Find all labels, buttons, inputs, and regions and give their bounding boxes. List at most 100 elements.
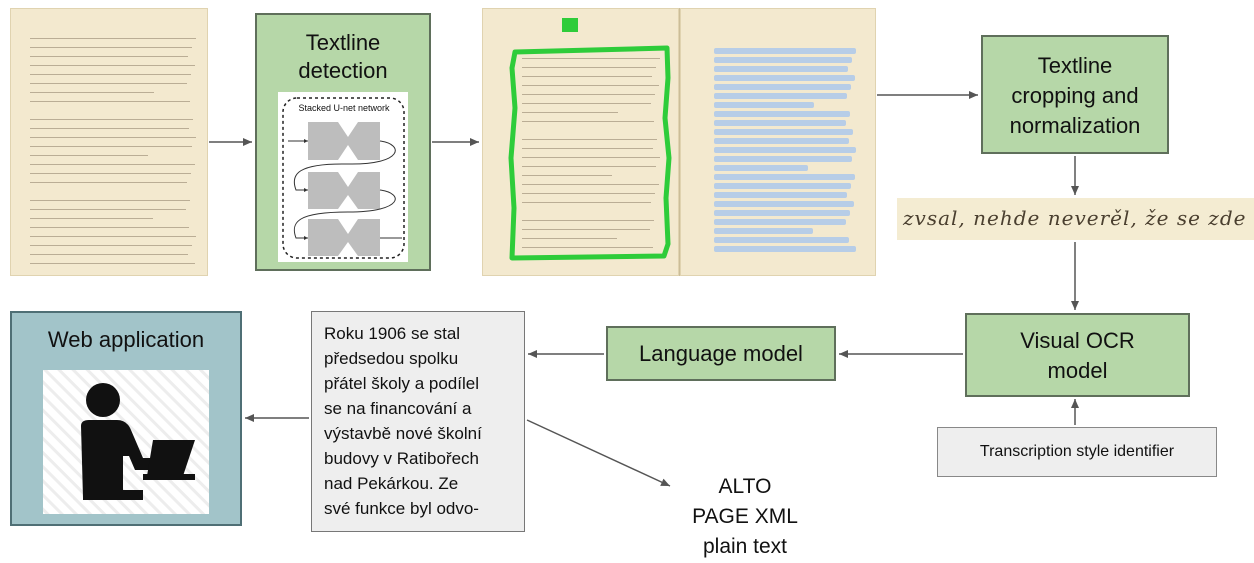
unet-network-graphic: Stacked U-net network (282, 97, 405, 259)
detected-page-number-region (562, 18, 578, 32)
handwriting-line (522, 76, 652, 77)
detected-textline (714, 246, 856, 252)
cropped-textline-image: zvsal, nehde neverěl, že se zde (897, 198, 1254, 240)
handwriting-line (522, 220, 654, 221)
textline-cropping-title-line3: normalization (1009, 113, 1141, 138)
detected-textline (714, 219, 846, 225)
handwriting-line (522, 67, 656, 68)
detected-textline (714, 201, 854, 207)
ocr-text-box: Roku 1906 se stal předsedou spolku přáte… (311, 311, 525, 532)
handwriting-line (30, 254, 188, 255)
unet-network-label: Stacked U-net network (298, 103, 390, 113)
handwriting-line (522, 184, 659, 185)
detected-textline (714, 75, 855, 81)
ocr-text-line: předsedou spolku (324, 349, 459, 368)
output-format-alto: ALTO (718, 475, 772, 498)
handwriting-line (30, 38, 196, 39)
output-format-page-xml: PAGE XML (692, 505, 798, 528)
laptop-base (143, 474, 195, 480)
handwriting-line (30, 101, 190, 102)
handwriting-line (30, 263, 195, 264)
handwriting-line (30, 200, 190, 201)
handwriting-line (30, 182, 187, 183)
handwriting-line (30, 245, 192, 246)
handwriting-line (522, 229, 650, 230)
textline-cropping-title-line2: cropping and (1011, 83, 1139, 108)
textline-cropping-title-line1: Textline (1037, 53, 1113, 78)
unet-block-2 (308, 172, 380, 209)
textline-detection-box: Textline detection Stacked U-net network (255, 13, 431, 271)
ocr-text-line: přátel školy a podílel (324, 374, 479, 393)
detection-page-left (482, 8, 679, 276)
textline-detection-title-line1: Textline (305, 30, 381, 55)
text-region-outline (508, 18, 672, 261)
visual-ocr-title-line2: model (1047, 358, 1108, 383)
visual-ocr-title-line1: Visual OCR (1020, 328, 1135, 353)
web-application-box: Web application (10, 311, 242, 526)
handwriting-line (522, 193, 655, 194)
handwriting-line (30, 218, 153, 219)
arrow-text-to-outputs (526, 419, 671, 487)
handwriting-line (522, 202, 651, 203)
detected-textline (714, 228, 813, 234)
transcription-style-label: Transcription style identifier (979, 443, 1175, 460)
handwriting-line (30, 227, 189, 228)
handwriting-line (30, 155, 148, 156)
detection-result-pages (482, 8, 876, 276)
ocr-text-line: nad Pekárkou. Ze (324, 474, 459, 493)
person-at-laptop-icon (43, 370, 209, 514)
handwriting-line (522, 94, 655, 95)
textline-detection-title: Textline detection (257, 29, 429, 85)
handwriting-line (30, 137, 196, 138)
transcription-style-box: Transcription style identifier (937, 427, 1217, 477)
handwriting-line (522, 103, 651, 104)
detected-textline (714, 84, 851, 90)
detected-textline (714, 93, 847, 99)
detected-textline (714, 192, 847, 198)
handwriting-line (30, 128, 189, 129)
person-head (86, 383, 120, 417)
unet-block-3 (308, 219, 380, 256)
handwriting-line (30, 164, 195, 165)
handwriting-line (30, 65, 195, 66)
handwriting-line (522, 157, 660, 158)
handwriting-line (30, 47, 192, 48)
detected-textline (714, 102, 814, 108)
detected-textline (714, 57, 852, 63)
input-document-page (10, 8, 208, 276)
handwriting-line (522, 148, 653, 149)
web-application-title: Web application (47, 327, 205, 352)
ocr-text-line: Roku 1906 se stal (324, 324, 461, 343)
handwriting-line (30, 119, 193, 120)
detected-textline (714, 183, 851, 189)
textline-cropping-box: Textline cropping and normalization (981, 35, 1169, 154)
ocr-text-line: své funkce byl odvo- (324, 499, 479, 518)
output-formats: ALTO PAGE XML plain text (670, 472, 820, 562)
unet-network-diagram: Stacked U-net network (278, 92, 408, 262)
handwriting-line (522, 121, 654, 122)
detected-textline (714, 66, 848, 72)
detected-textline (714, 129, 853, 135)
handwriting-line (522, 58, 660, 59)
detected-text-region (508, 45, 672, 261)
cropped-textline-handwriting: zvsal, nehde neverěl, že se zde (903, 206, 1247, 230)
handwriting-line (522, 166, 656, 167)
detected-textline (714, 237, 849, 243)
visual-ocr-box: Visual OCR model (965, 313, 1190, 397)
output-format-plain-text: plain text (702, 535, 788, 558)
handwriting-line (522, 139, 657, 140)
detection-page-right (679, 8, 876, 276)
language-model-label: Language model (639, 341, 803, 366)
laptop-screen (147, 440, 195, 476)
ocr-text-lines: Roku 1906 se stal předsedou spolku přáte… (324, 321, 482, 521)
handwriting-line (522, 247, 653, 248)
unet-blocks (308, 122, 380, 256)
detected-textline (714, 120, 846, 126)
person-seat (83, 490, 143, 500)
handwriting-line (522, 238, 617, 239)
handwriting-line (30, 173, 191, 174)
ocr-text-line: výstavbě nové školní (324, 424, 482, 443)
handwriting-line (30, 83, 187, 84)
handwriting-line (30, 92, 154, 93)
